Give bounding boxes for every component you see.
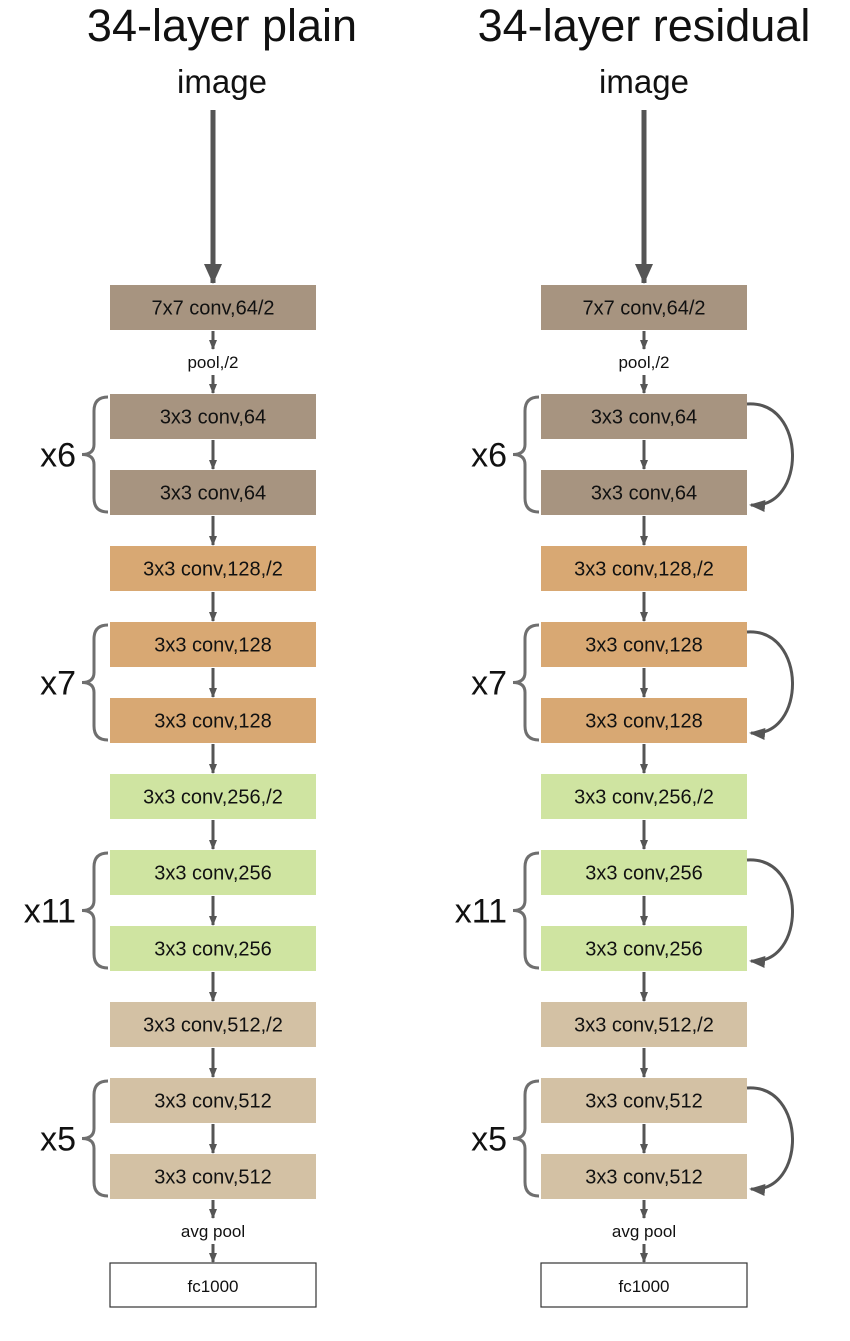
repeat-brace xyxy=(512,623,540,742)
residual-network-title: 34-layer residual xyxy=(478,0,811,51)
conv-layer-label: 3x3 conv,512 xyxy=(585,1091,703,1113)
conv-layer-label: 3x3 conv,128,/2 xyxy=(574,559,714,581)
residual-input-label: image xyxy=(599,63,689,100)
shortcut-connection-arrow xyxy=(746,1086,794,1196)
conv-layer-label: 3x3 conv,512 xyxy=(585,1167,703,1189)
shortcut-connection-arrow xyxy=(746,402,794,512)
conv-layer-label: 3x3 conv,64 xyxy=(160,483,266,505)
conv-layer-label: 3x3 conv,256 xyxy=(154,939,272,961)
conv-layer-label: 7x7 conv,64/2 xyxy=(151,298,274,320)
conv-layer-label: 7x7 conv,64/2 xyxy=(582,298,705,320)
conv-layer-box xyxy=(541,774,747,819)
repeat-brace xyxy=(512,851,540,970)
pooling-label: pool,/2 xyxy=(618,353,669,372)
conv-layer-label: 3x3 conv,64 xyxy=(160,407,266,429)
conv-layer-box xyxy=(110,1002,316,1047)
fc-layer-box xyxy=(109,1262,317,1308)
pooling-label: pool,/2 xyxy=(187,353,238,372)
conv-layer-label: 3x3 conv,512 xyxy=(154,1091,272,1113)
conv-layer-label: 3x3 conv,512 xyxy=(154,1167,272,1189)
conv-layer-label: 3x3 conv,64 xyxy=(591,407,697,429)
conv-layer-box xyxy=(541,394,747,439)
conv-layer-label: 3x3 conv,128 xyxy=(585,635,703,657)
conv-layer-box xyxy=(110,850,316,895)
repeat-brace xyxy=(81,1079,109,1198)
conv-layer-label: 3x3 conv,256 xyxy=(585,939,703,961)
repeat-brace xyxy=(512,1079,540,1198)
conv-layer-label: 3x3 conv,256,/2 xyxy=(574,787,714,809)
conv-layer-label: 3x3 conv,128 xyxy=(585,711,703,733)
repeat-count-label: x11 xyxy=(24,893,76,931)
conv-layer-label: 3x3 conv,256 xyxy=(154,863,272,885)
repeat-brace xyxy=(81,395,109,514)
repeat-count-label: x6 xyxy=(40,437,76,475)
conv-layer-box xyxy=(541,470,747,515)
repeat-count-label: x7 xyxy=(471,665,507,703)
repeat-brace xyxy=(512,395,540,514)
conv-layer-box xyxy=(541,1154,747,1199)
repeat-count-label: x5 xyxy=(40,1121,76,1159)
fc-layer-box xyxy=(540,1262,748,1308)
conv-layer-box xyxy=(110,470,316,515)
conv-layer-box xyxy=(110,546,316,591)
plain-input-label: image xyxy=(177,63,267,100)
conv-layer-box xyxy=(541,1002,747,1047)
conv-layer-box xyxy=(541,698,747,743)
conv-layer-label: 3x3 conv,64 xyxy=(591,483,697,505)
pooling-label: avg pool xyxy=(181,1222,245,1241)
conv-layer-label: 3x3 conv,256 xyxy=(585,863,703,885)
repeat-count-label: x5 xyxy=(471,1121,507,1159)
conv-layer-box xyxy=(110,394,316,439)
conv-layer-box xyxy=(541,285,747,330)
conv-layer-box xyxy=(110,285,316,330)
repeat-count-label: x7 xyxy=(40,665,76,703)
conv-layer-box xyxy=(541,850,747,895)
plain-network-column: 34-layer plain image 7x7 conv,64/2 pool,/… xyxy=(24,0,357,1308)
residual-network-column: 34-layer residual image 7x7 conv,64/2 poo… xyxy=(455,0,811,1308)
conv-layer-label: 3x3 conv,256,/2 xyxy=(143,787,283,809)
repeat-brace xyxy=(81,851,109,970)
conv-layer-box xyxy=(110,926,316,971)
conv-layer-label: 3x3 conv,512,/2 xyxy=(143,1015,283,1037)
fc-layer-label: fc1000 xyxy=(187,1277,238,1296)
conv-layer-box xyxy=(110,698,316,743)
conv-layer-label: 3x3 conv,128,/2 xyxy=(143,559,283,581)
conv-layer-label: 3x3 conv,512,/2 xyxy=(574,1015,714,1037)
conv-layer-box xyxy=(541,926,747,971)
conv-layer-label: 3x3 conv,128 xyxy=(154,635,272,657)
conv-layer-box xyxy=(110,622,316,667)
conv-layer-box xyxy=(541,546,747,591)
plain-network-title: 34-layer plain xyxy=(87,0,357,51)
shortcut-connection-arrow xyxy=(746,630,794,740)
pooling-label: avg pool xyxy=(612,1222,676,1241)
repeat-brace xyxy=(81,623,109,742)
conv-layer-box xyxy=(110,1078,316,1123)
repeat-count-label: x6 xyxy=(471,437,507,475)
conv-layer-label: 3x3 conv,128 xyxy=(154,711,272,733)
fc-layer-label: fc1000 xyxy=(618,1277,669,1296)
conv-layer-box xyxy=(110,774,316,819)
conv-layer-box xyxy=(541,622,747,667)
conv-layer-box xyxy=(541,1078,747,1123)
shortcut-connection-arrow xyxy=(746,858,794,968)
repeat-count-label: x11 xyxy=(455,893,507,931)
conv-layer-box xyxy=(110,1154,316,1199)
